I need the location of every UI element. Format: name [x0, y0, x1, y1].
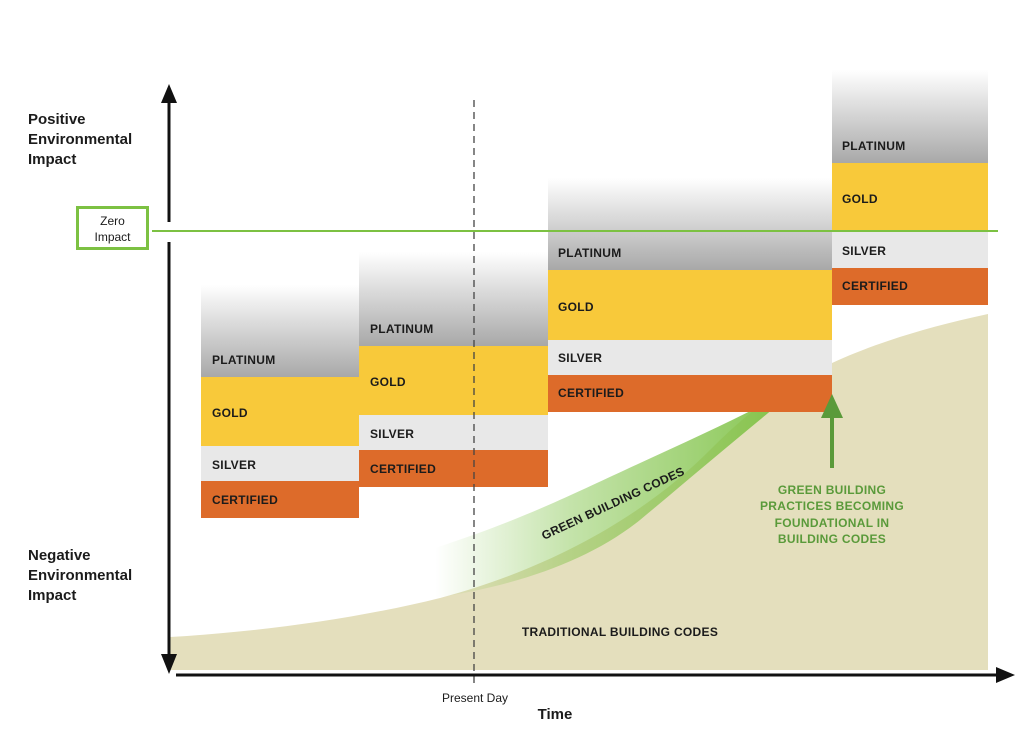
arrow-up-icon [821, 394, 843, 418]
green-arrow [821, 394, 843, 468]
step-2-certified [359, 450, 548, 487]
zero-line-1: Zero [100, 214, 125, 228]
step-2-silver-label: SILVER [370, 427, 414, 441]
step-4-gold-label: GOLD [842, 192, 878, 206]
present-day-label: Present Day [442, 691, 508, 705]
y-top-line-3: Impact [28, 151, 77, 168]
y-axis [161, 84, 177, 674]
step-2-certified-label: CERTIFIED [370, 462, 436, 476]
y-bottom-line-3: Impact [28, 587, 77, 604]
y-top-line-2: Environmental [28, 131, 133, 148]
step-2-gold-label: GOLD [370, 375, 406, 389]
step-3-silver [548, 340, 832, 375]
annotation-line-1: GREEN BUILDING [778, 483, 886, 497]
step-3-platinum [548, 178, 832, 270]
y-bottom-line-2: Environmental [28, 567, 133, 584]
step-4-gold [832, 163, 988, 232]
step-1-gold-label: GOLD [212, 406, 248, 420]
annotation-line-3: FOUNDATIONAL IN [775, 516, 890, 530]
step-1-certified-label: CERTIFIED [212, 493, 278, 507]
step-3-silver-label: SILVER [558, 351, 602, 365]
step-1-silver [201, 446, 359, 481]
step-1-silver-label: SILVER [212, 458, 256, 472]
step-3-gold-label: GOLD [558, 300, 594, 314]
step-4-silver [832, 232, 988, 268]
green-codes-band [435, 370, 822, 598]
annotation-line-2: PRACTICES BECOMING [760, 499, 904, 513]
step-2-gold [359, 346, 548, 415]
step-3-gold [548, 270, 832, 340]
step-3-certified [548, 375, 832, 412]
arrow-down-icon [161, 654, 177, 674]
step-4: PLATINUM GOLD SILVER CERTIFIED [832, 70, 988, 305]
step-2: PLATINUM GOLD SILVER CERTIFIED [359, 252, 548, 487]
y-top-line-1: Positive [28, 111, 86, 128]
step-3-certified-label: CERTIFIED [558, 386, 624, 400]
step-1-platinum-label: PLATINUM [212, 353, 276, 367]
step-2-silver [359, 415, 548, 450]
step-4-certified-label: CERTIFIED [842, 279, 908, 293]
y-axis-top-label: Positive Environmental Impact [28, 110, 132, 170]
x-axis [176, 667, 1015, 683]
y-axis-bottom-label: Negative Environmental Impact [28, 546, 132, 606]
step-1-platinum [201, 285, 359, 377]
step-3: PLATINUM GOLD SILVER CERTIFIED [548, 178, 832, 412]
step-2-platinum [359, 252, 548, 346]
zero-line-2: Impact [94, 230, 131, 244]
step-4-silver-label: SILVER [842, 244, 886, 258]
step-4-certified [832, 268, 988, 305]
annotation-line-4: BUILDING CODES [778, 532, 886, 546]
step-2-platinum-label: PLATINUM [370, 322, 434, 336]
step-1-certified [201, 481, 359, 518]
arrow-up-icon [161, 84, 177, 103]
arrow-right-icon [996, 667, 1015, 683]
step-1: PLATINUM GOLD SILVER CERTIFIED [201, 285, 359, 518]
traditional-codes-label: TRADITIONAL BUILDING CODES [522, 625, 718, 639]
step-1-gold [201, 377, 359, 446]
step-3-platinum-label: PLATINUM [558, 246, 622, 260]
x-axis-label: Time [538, 706, 573, 723]
step-4-platinum-label: PLATINUM [842, 139, 906, 153]
y-bottom-line-1: Negative [28, 547, 91, 564]
step-4-platinum [832, 70, 988, 163]
zero-impact-box: Zero Impact [76, 206, 149, 250]
